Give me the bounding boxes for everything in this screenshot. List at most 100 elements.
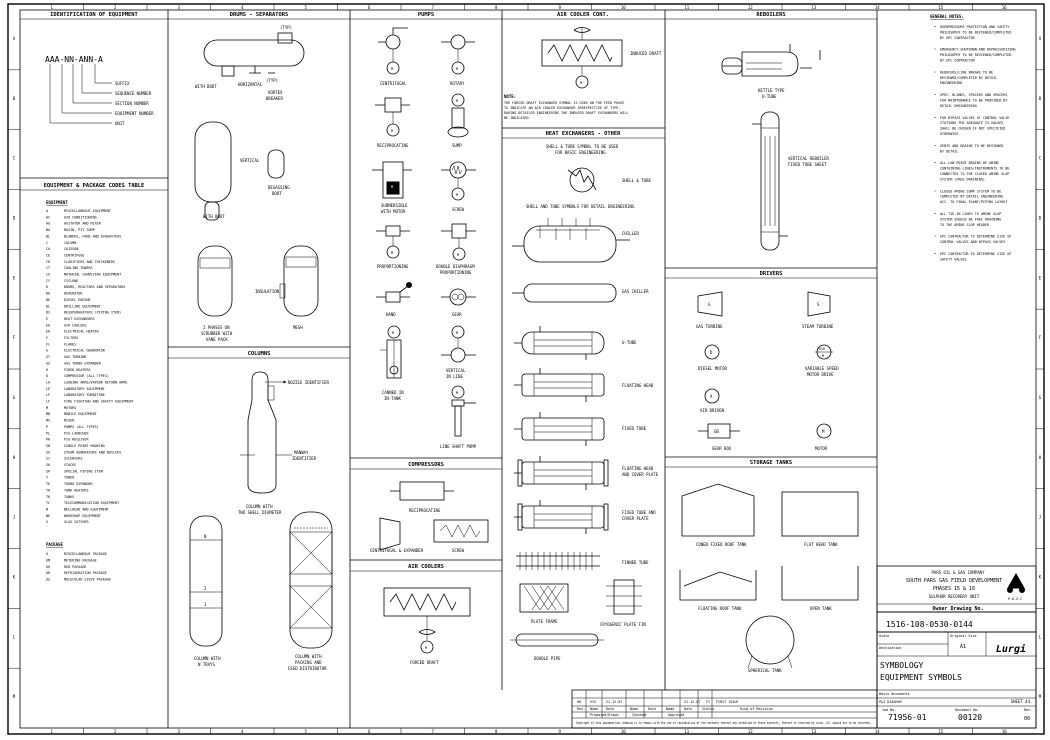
code-abbrev: DL xyxy=(46,304,50,308)
hx-chiller xyxy=(512,218,630,263)
driver-gear-box xyxy=(698,423,740,439)
acc-note-1: THE FORCED DRAFT EXCHANGER SYMBOL IS USE… xyxy=(504,101,624,105)
col-marker-top: 2 xyxy=(114,5,117,10)
rev-date: 21.12.07 xyxy=(606,700,622,704)
rev-h-kind: Kind of Revision xyxy=(740,707,773,711)
hx-chiller-label: CHILLER xyxy=(622,231,639,236)
title-drums: DRUMS - SEPARATORS xyxy=(230,12,288,18)
code-abbrev: LA xyxy=(46,380,50,384)
nozzle-identifier: NOZZLE IDENTIFIER xyxy=(288,380,330,385)
drum-breaker-label: BREAKER xyxy=(266,96,283,101)
code-description: TURBO EXPANDER xyxy=(64,482,94,486)
st-sym: S xyxy=(817,302,820,307)
pump-rotary-label: ROTARY xyxy=(450,81,465,86)
row-marker-right: L xyxy=(1039,634,1042,639)
note-line: ALL LOW POINT DRAINS OF AMINE xyxy=(940,161,999,165)
code-description: COLUMN xyxy=(64,241,76,245)
code-description: SINGLE POINT MOORING xyxy=(64,444,105,448)
scrubber-mesh xyxy=(279,245,319,317)
storage-tanks-panel: CONED FIXED ROOF TANK FLAT HEAD TANK FLO… xyxy=(679,483,859,673)
note-line: DETAIL ENGINEERING xyxy=(940,104,977,108)
tb-project-2: PHASES 15 & 16 xyxy=(933,586,975,592)
tank-spherical-label: SPHERICAL TANK xyxy=(748,668,782,673)
rev-h-name2: Name xyxy=(630,707,638,711)
title-storage-tanks: STORAGE TANKS xyxy=(750,460,792,466)
note-line: CONTROL VALVES AND BYPASS VALVES xyxy=(940,240,1005,244)
code-description: LOADING ARMS/VAPOUR RETURN ARMS xyxy=(64,380,127,384)
gt-sym: G xyxy=(708,302,711,307)
air-label: AIR DRIVEN xyxy=(700,408,725,413)
manway-label-2: IDENTIFIER xyxy=(292,456,317,461)
hx-fh-cover-1: FLOATING HEAD xyxy=(622,466,654,471)
package-description: METERING PACKAGE xyxy=(64,558,97,562)
code-abbrev: DS xyxy=(46,311,50,315)
drum-typ-label: (TYP) xyxy=(280,25,292,30)
code-description: MISCELLANEOUS EQUIPMENT xyxy=(64,209,111,213)
code-description: DESUPERHEATERS (PIPING ITEM) xyxy=(64,311,121,315)
code-description: FIRED HEATERS xyxy=(64,368,91,372)
pump-sump-label: SUMP xyxy=(452,143,462,148)
hx-detail-exchanger xyxy=(514,456,609,490)
mesh-label: MESH xyxy=(293,325,303,330)
code-description: COOLING TOWERS xyxy=(64,266,93,270)
code-abbrev: LF xyxy=(46,400,50,404)
tank-coned-label: CONED FIXED ROOF TANK xyxy=(696,542,747,547)
tb-job-value: 71956-01 xyxy=(888,713,927,722)
acc-note-3: DURING DETAILED ENGINEERING THE INDUCED … xyxy=(504,111,629,115)
ident-sequence: SEQUENCE NUMBER xyxy=(115,91,152,96)
driver-steam-turbine xyxy=(807,291,831,317)
row-marker-right: E xyxy=(1039,275,1042,280)
scrubber-vane-pack xyxy=(197,245,233,317)
tank-open-label: OPEN TANK xyxy=(810,606,832,611)
hx-floating-label: FLOATING HEAD xyxy=(622,383,654,388)
two-shell-label-1: COLUMN WITH xyxy=(246,504,273,509)
hx-detail-stack xyxy=(514,326,609,534)
note-bullet: • xyxy=(934,212,936,216)
drawing-border: 1122334455667788991010111112121313141415… xyxy=(7,3,1045,735)
motor-6: M xyxy=(456,193,458,197)
row-marker-left: F xyxy=(13,335,16,340)
tb-company: PARS OIL & GAS COMPANY xyxy=(932,570,986,575)
hx-detail-exchanger xyxy=(514,412,605,446)
col-marker-bottom: 16 xyxy=(1002,729,1007,734)
code-abbrev: FL xyxy=(46,342,50,346)
code-abbrev: TH xyxy=(46,488,50,492)
note-line: SAFETY VALVES xyxy=(940,257,967,261)
rev-kind: FIRST ISSUE xyxy=(716,700,738,704)
code-description: WELLHEAD AND EQUIPMENT xyxy=(64,507,109,511)
note-line: REDUCERS/LINE BREAKS TO BE xyxy=(940,70,993,74)
degassing-boot xyxy=(267,149,285,179)
note-line: SHALL BE CHOSEN IF NOT SPECIFIED xyxy=(940,127,1005,131)
code-abbrev: PL xyxy=(46,431,50,435)
col-marker-top: 10 xyxy=(621,5,626,10)
col-marker-top: 7 xyxy=(432,5,435,10)
package-abbrev: U xyxy=(46,552,48,556)
driver-vsd xyxy=(815,344,833,360)
pumps-panel: M CENTRIFUGAL M ROTARY M RECIPROCATING M… xyxy=(372,27,477,449)
row-marker-left: D xyxy=(13,215,16,220)
code-abbrev: TL xyxy=(46,501,50,505)
tb-scale: Scale xyxy=(879,634,889,638)
code-description: CLARIFIERS AND THICKENERS xyxy=(64,260,115,264)
code-abbrev: CE xyxy=(46,253,50,257)
code-abbrev: E xyxy=(46,317,48,321)
rev-name: VIX xyxy=(590,700,597,704)
package-description: MOLECULAR SIEVE PACKAGE xyxy=(64,578,111,582)
code-description: STEAM GENERATORS AND BOILERS xyxy=(64,450,121,454)
motor-8: M xyxy=(457,253,459,257)
rev-no: 00 xyxy=(577,700,581,704)
n-trays-label-1: COLUMN WITH xyxy=(194,656,221,661)
col-marker-top: 9 xyxy=(559,5,562,10)
gb-label: GEAR BOX xyxy=(712,446,732,451)
code-description: MATERIAL CONVEYING EQUIPMENT xyxy=(64,273,121,277)
code-abbrev: X xyxy=(46,520,49,524)
code-description: MOTORS xyxy=(64,406,76,410)
code-abbrev: LF xyxy=(46,393,50,397)
tb-unit: SULPHUR RECOVERY UNIT xyxy=(929,594,980,599)
code-abbrev: GT xyxy=(46,355,50,359)
rev-h-prepared: Prepared/Drawn xyxy=(590,713,619,717)
pump-submersible-label-2: WITH MOTOR xyxy=(381,209,406,214)
pump-line-shaft xyxy=(451,385,476,437)
rev-h-checked: Checked xyxy=(632,713,646,717)
